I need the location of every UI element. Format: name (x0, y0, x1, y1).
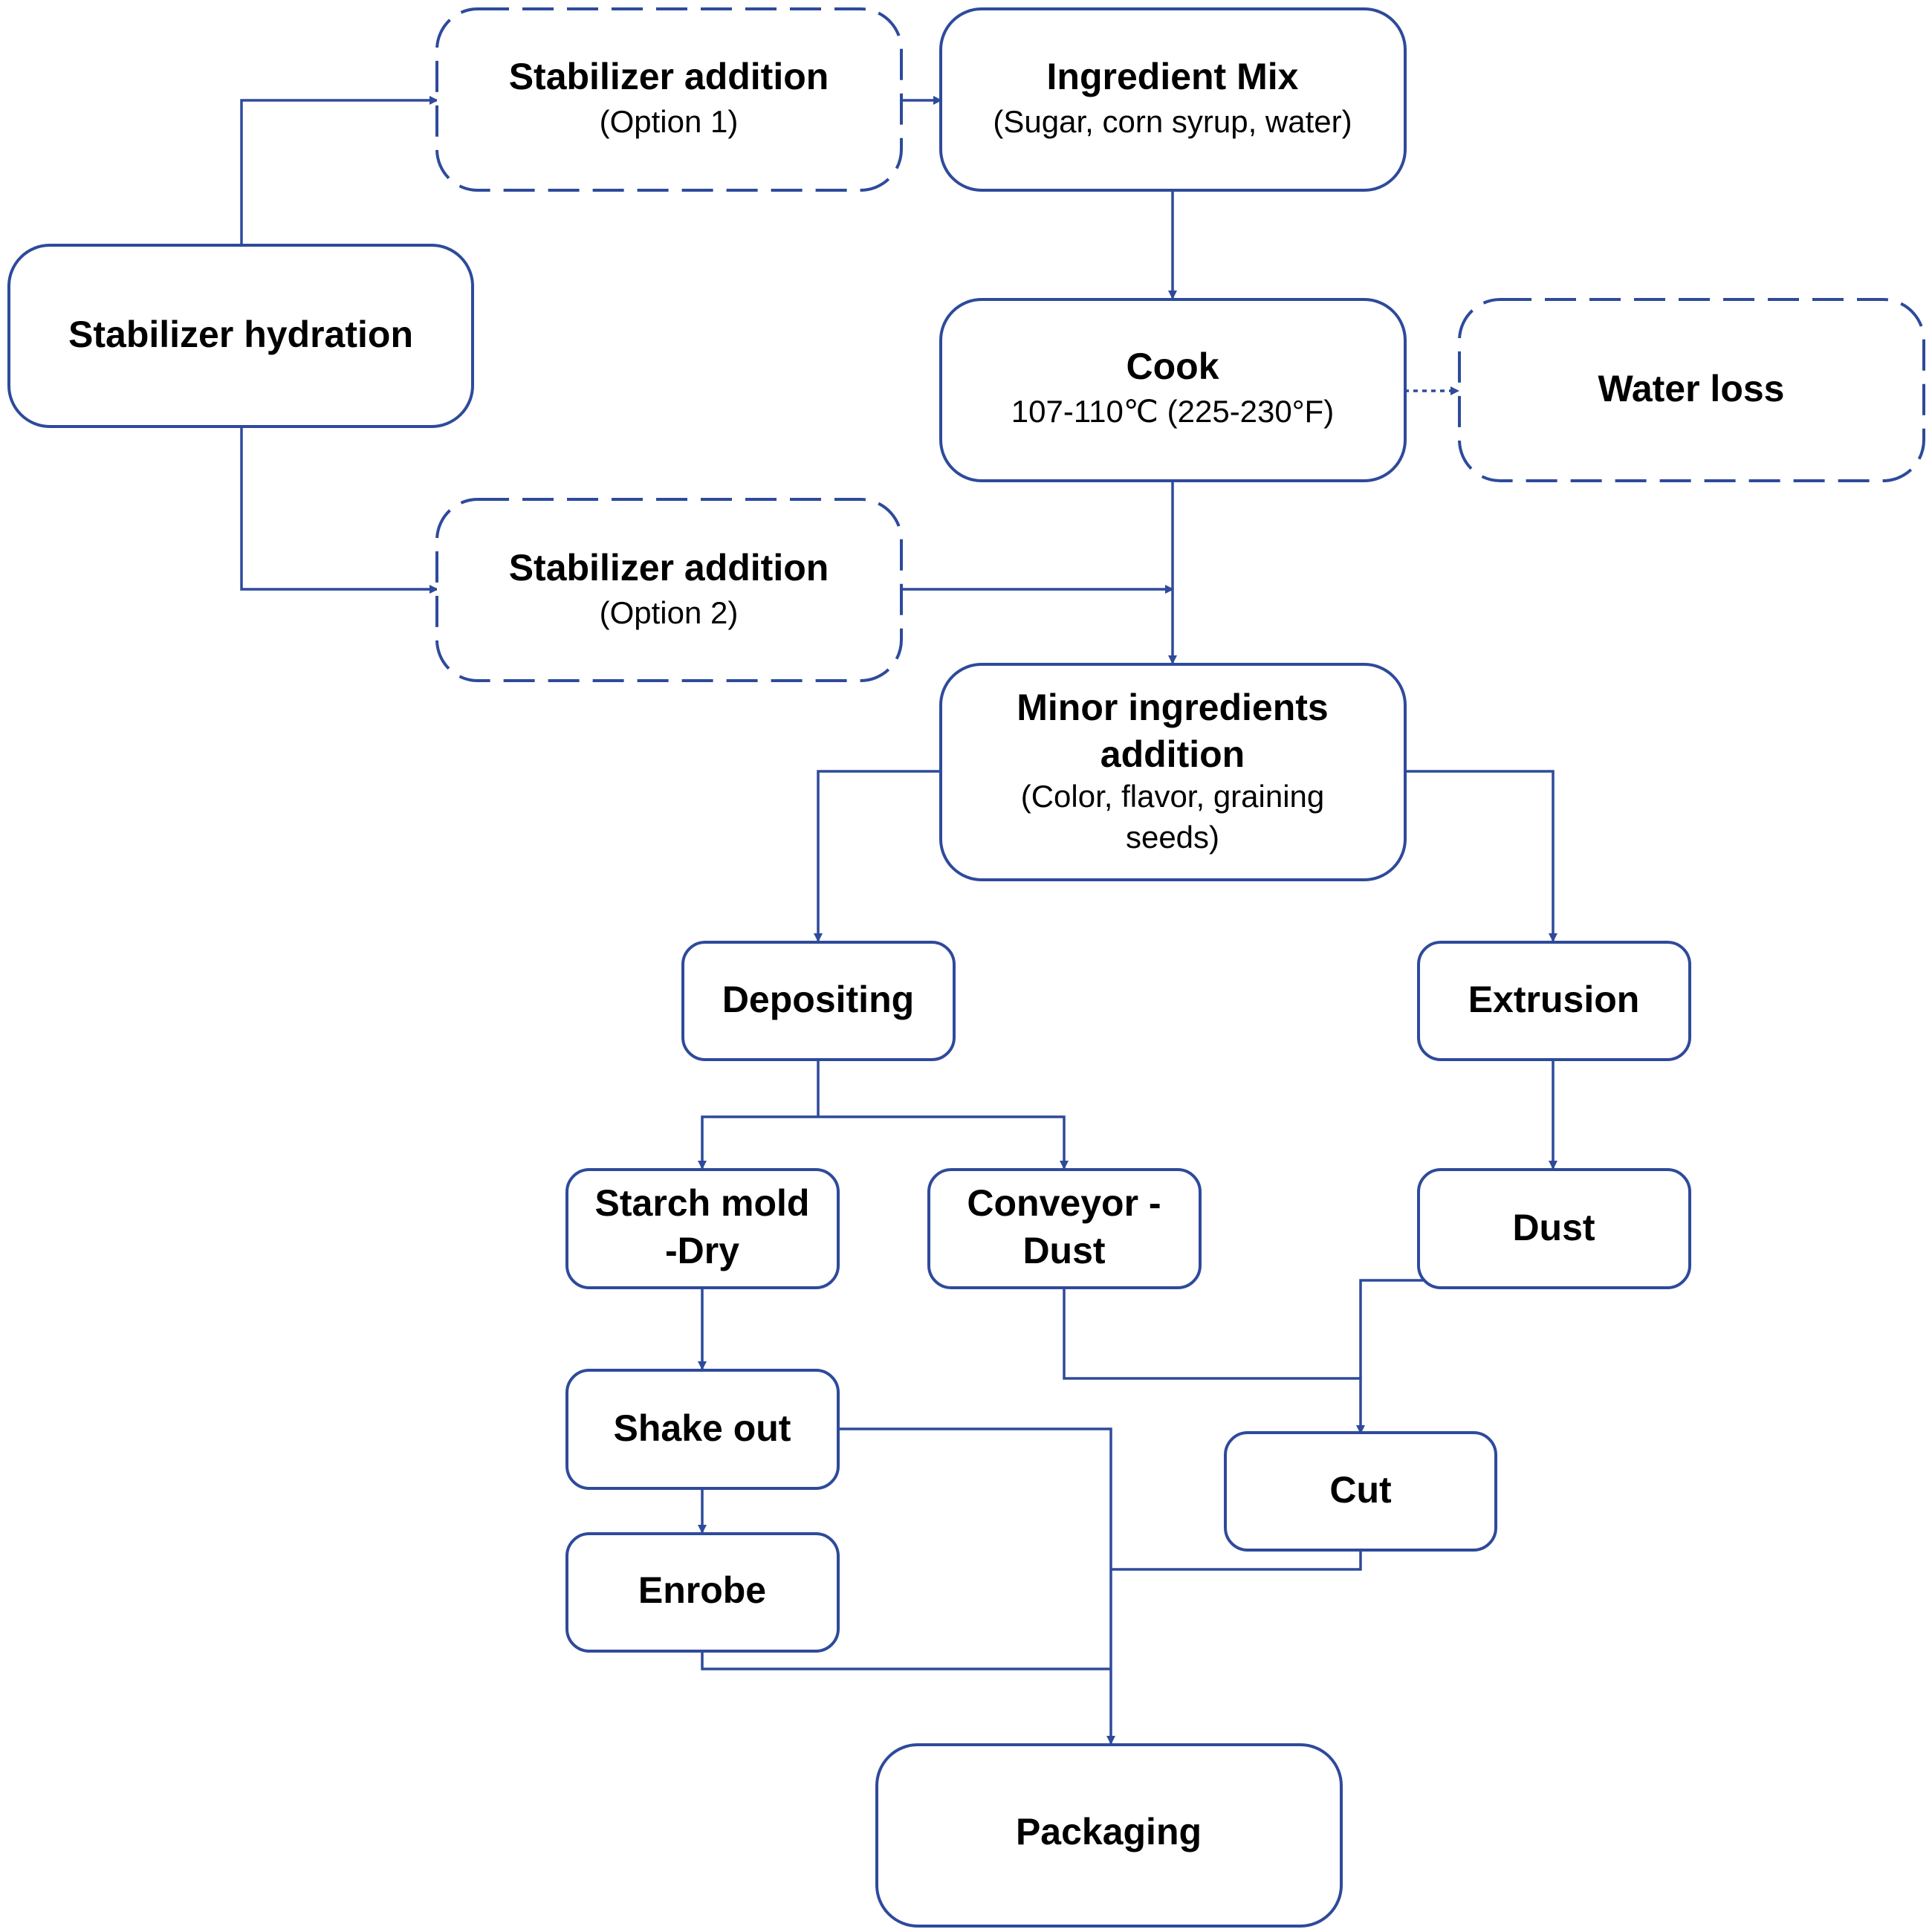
edge-hydration-to-option1 (240, 96, 438, 245)
label-minor-ingredients-title-2: addition (1100, 733, 1245, 775)
label-shake-out: Shake out (614, 1407, 791, 1449)
label-starch-mold-2: -Dry (665, 1230, 739, 1271)
edge-minor-to-extrusion (1404, 770, 1557, 942)
label-stabilizer-addition-option2-title: Stabilizer addition (509, 547, 829, 589)
edge-shake-out-to-packaging (840, 1427, 1115, 1745)
label-stabilizer-hydration: Stabilizer hydration (68, 314, 413, 355)
edge-dust-to-cut (1359, 1279, 1427, 1378)
node-water-loss (1458, 298, 1925, 482)
edge-depositing-to-starch-mold (698, 1115, 818, 1170)
label-minor-ingredients-subtitle-2: seeds) (1126, 820, 1219, 855)
label-enrobe: Enrobe (638, 1569, 766, 1611)
node-packaging (875, 1743, 1343, 1928)
label-starch-mold-1: Starch mold (595, 1182, 810, 1224)
label-conveyor-2: Dust (1022, 1230, 1105, 1271)
edge-depositing-to-conveyor (818, 1115, 1069, 1170)
edge-enrobe-to-packaging (701, 1651, 1111, 1670)
label-dust: Dust (1512, 1207, 1595, 1248)
label-cook-subtitle: 107-110℃ (225-230°F) (1011, 394, 1334, 429)
edge-cut-to-packaging (1111, 1550, 1362, 1571)
label-stabilizer-addition-option2-subtitle: (Option 2) (600, 595, 739, 630)
node-starch-mold (565, 1168, 840, 1289)
node-extrusion (1417, 941, 1691, 1061)
edge-minor-to-depositing (814, 770, 941, 942)
label-packaging: Packaging (1016, 1811, 1202, 1852)
node-cook (939, 298, 1407, 482)
label-cook-title: Cook (1127, 346, 1219, 387)
node-depositing (681, 941, 956, 1061)
node-stabilizer-hydration (7, 244, 474, 428)
label-stabilizer-addition-option1-title: Stabilizer addition (509, 56, 829, 97)
label-extrusion: Extrusion (1468, 979, 1640, 1020)
label-ingredient-mix-subtitle: (Sugar, corn syrup, water) (993, 104, 1352, 139)
label-stabilizer-addition-option1-subtitle: (Option 1) (600, 104, 739, 139)
edge-hydration-to-option2 (240, 427, 438, 594)
label-conveyor-1: Conveyor - (967, 1182, 1161, 1224)
node-stabilizer-addition-option2 (435, 498, 903, 682)
node-stabilizer-addition-option1 (435, 7, 903, 192)
label-depositing: Depositing (722, 979, 914, 1020)
edge-conveyor-to-cut (1063, 1288, 1365, 1434)
node-minor-ingredients (939, 663, 1407, 881)
label-minor-ingredients-title-1: Minor ingredients (1017, 687, 1328, 728)
label-water-loss: Water loss (1598, 368, 1784, 409)
node-ingredient-mix (939, 7, 1407, 192)
node-dust (1417, 1168, 1691, 1289)
node-cut (1224, 1431, 1497, 1552)
node-enrobe (565, 1532, 840, 1653)
node-conveyor (927, 1168, 1202, 1289)
label-ingredient-mix-title: Ingredient Mix (1047, 56, 1299, 97)
label-cut: Cut (1329, 1469, 1392, 1511)
label-minor-ingredients-subtitle-1: (Color, flavor, graining (1021, 779, 1325, 814)
node-shake-out (565, 1369, 840, 1490)
